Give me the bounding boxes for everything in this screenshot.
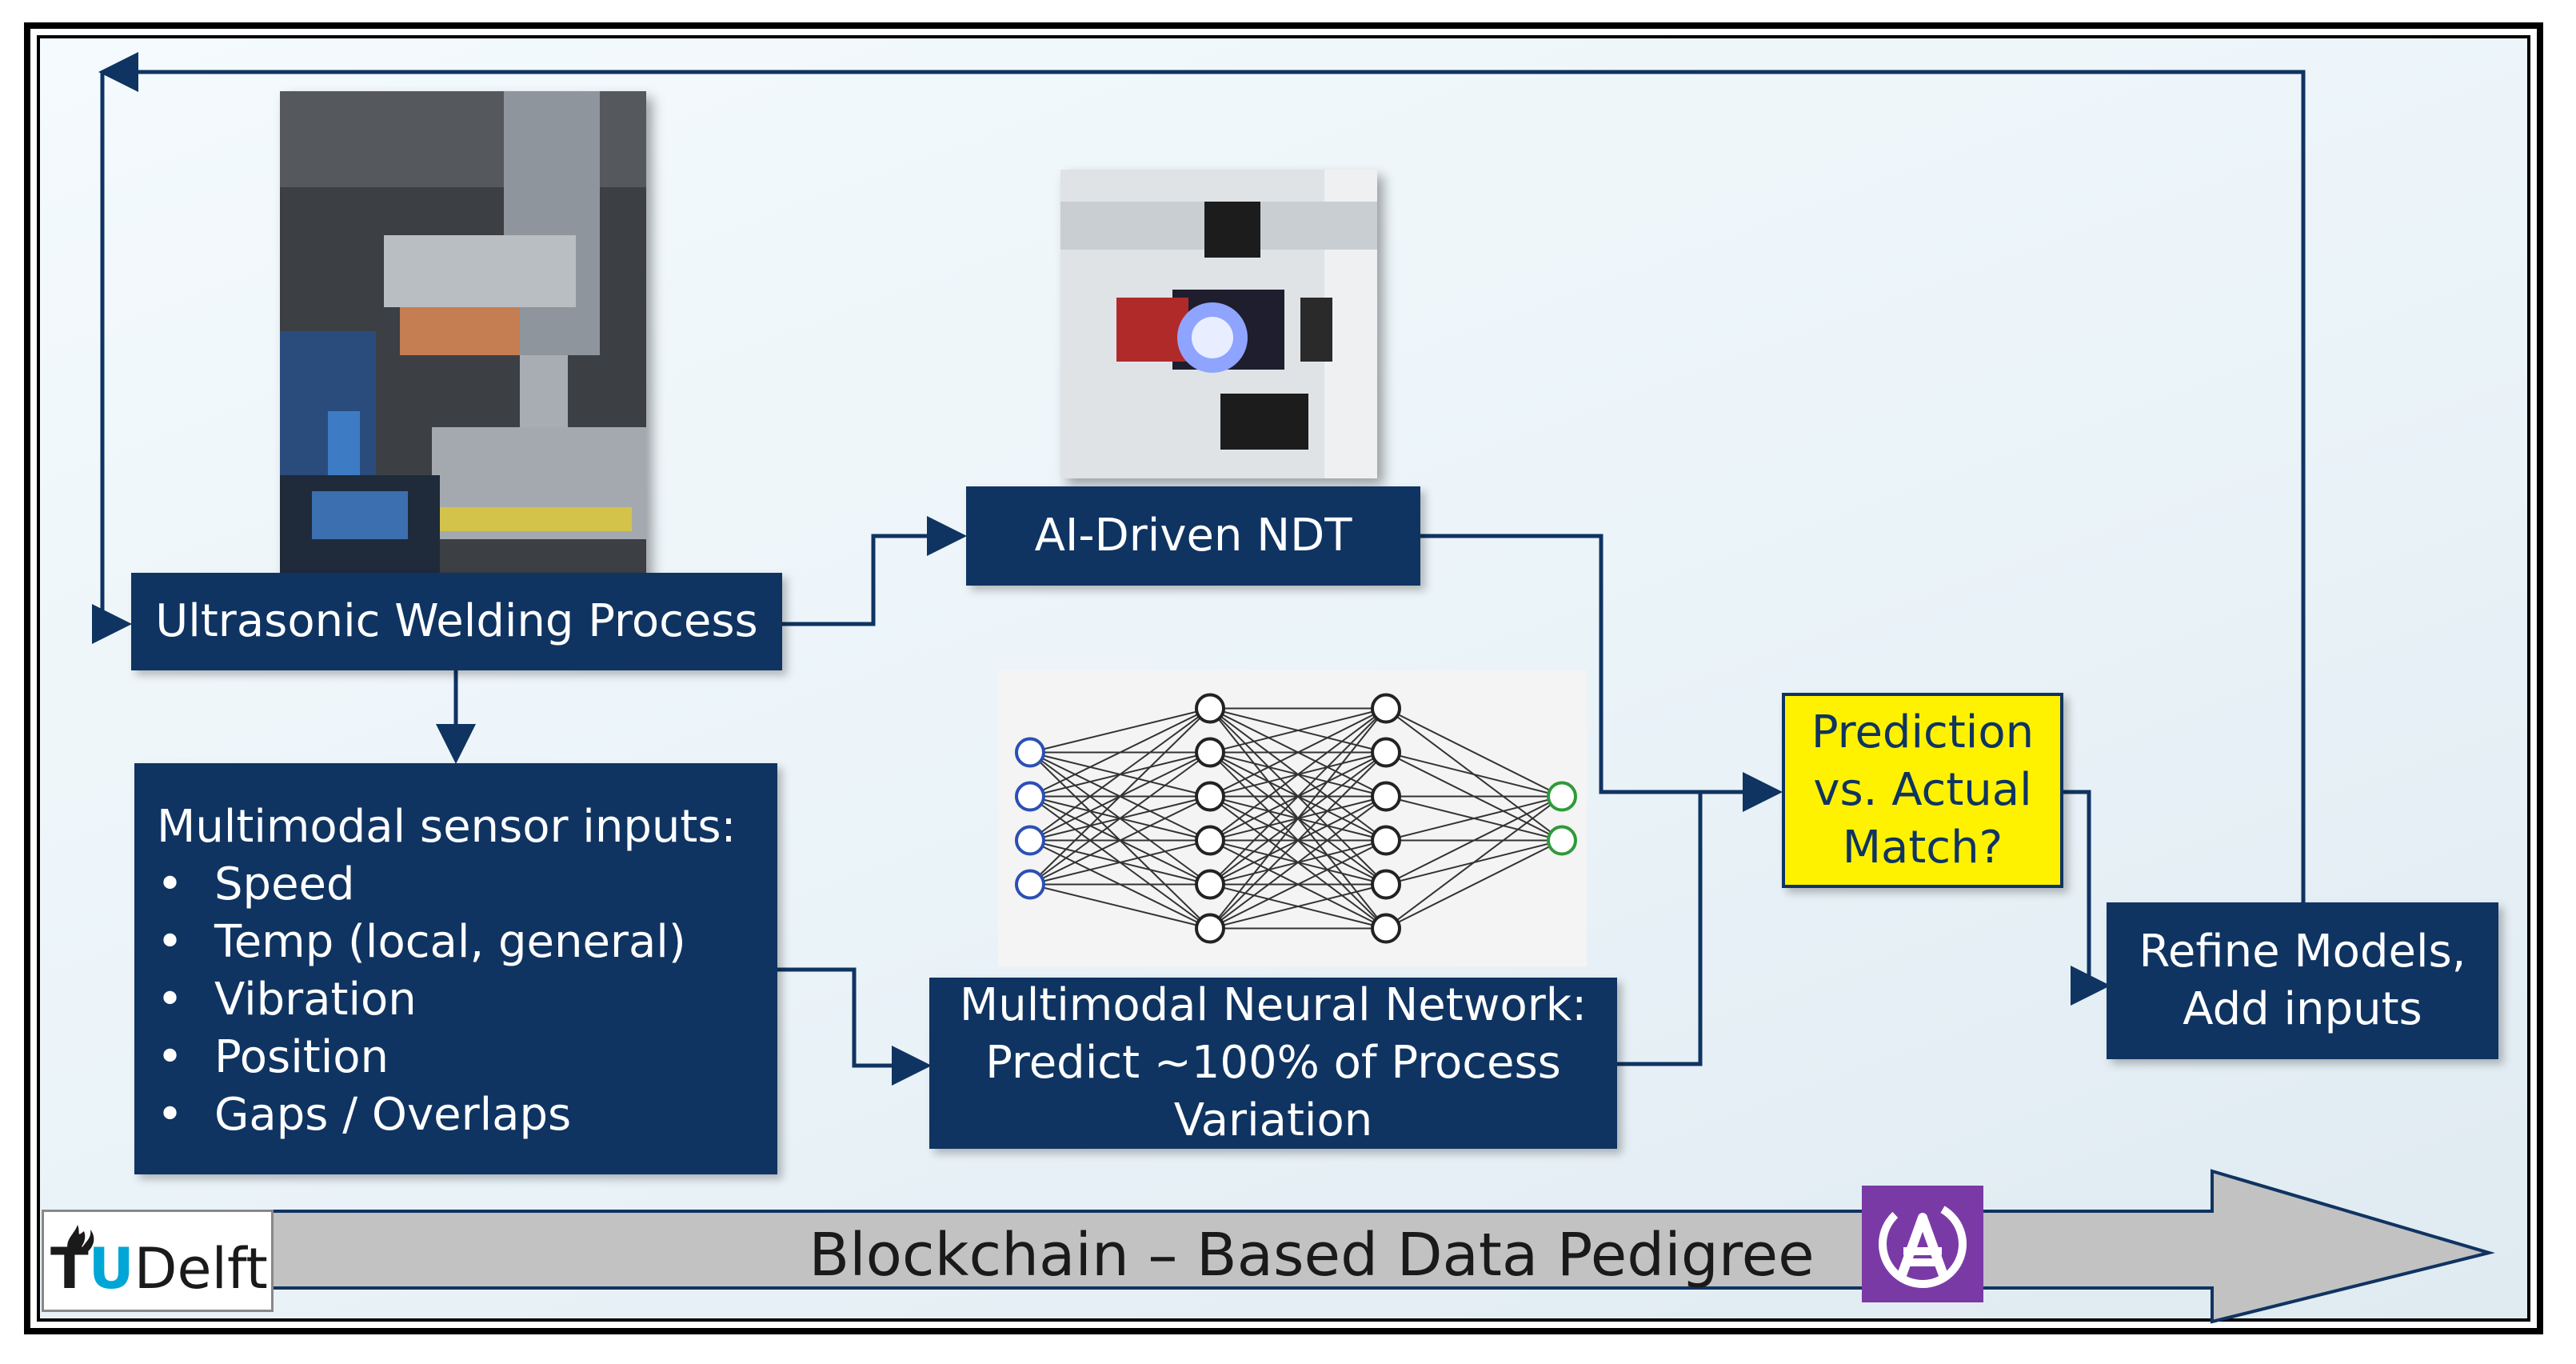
- nn-edge: [1029, 707, 1211, 754]
- nn-node: [1547, 825, 1577, 856]
- decision-to-refine-arrow: [2063, 790, 2111, 1006]
- nn-node: [1371, 869, 1401, 900]
- nn-edge: [1385, 707, 1563, 798]
- tudelft-rest: Delft: [134, 1236, 268, 1302]
- outer-frame: [24, 22, 2543, 1334]
- ndt-to-decision-arrow: [1420, 534, 1783, 812]
- nn-node: [1015, 869, 1045, 900]
- ai-ndt-box: AI-Driven NDT: [966, 486, 1420, 586]
- welding-to-ndt-arrow: [782, 516, 967, 626]
- sensor-item-position: Position: [157, 1029, 777, 1086]
- sensor-item-gaps: Gaps / Overlaps: [157, 1086, 777, 1144]
- nn-edge: [1029, 707, 1211, 842]
- tudelft-u: U: [88, 1236, 134, 1302]
- nn-edge: [1209, 707, 1387, 930]
- nn-line-1: Multimodal Neural Network:: [959, 979, 1588, 1031]
- nn-edge: [1209, 751, 1387, 930]
- prediction-match-box: Prediction vs. Actual Match?: [1782, 693, 2063, 888]
- nn-node: [1547, 781, 1577, 812]
- decision-line-1: Prediction: [1811, 706, 2035, 758]
- nn-to-decision-arrow: [1617, 792, 1703, 1066]
- nn-edge: [1209, 883, 1387, 930]
- feedback-loop-arrow: [98, 52, 2306, 902]
- refine-line-1: Refine Models,: [2139, 926, 2466, 978]
- nn-edge: [1209, 707, 1387, 886]
- nn-node: [1371, 825, 1401, 856]
- ndt-camera-photo: [1060, 170, 1377, 478]
- nn-node: [1195, 781, 1225, 812]
- sensor-item-speed: Speed: [157, 856, 777, 914]
- nn-node: [1195, 869, 1225, 900]
- sensor-inputs-list: Speed Temp (local, general) Vibration Po…: [157, 856, 777, 1144]
- refine-line-2: Add inputs: [2183, 983, 2422, 1035]
- neural-network-illustration: [998, 670, 1587, 966]
- tudelft-wordmark: TUDelft: [50, 1233, 268, 1305]
- nn-edge: [1385, 751, 1563, 798]
- acoin-logo: [1862, 1186, 1983, 1302]
- nn-node: [1195, 825, 1225, 856]
- nn-node: [1371, 693, 1401, 724]
- neural-network-box: Multimodal Neural Network: Predict ~100%…: [929, 978, 1617, 1149]
- nn-edge: [1209, 839, 1387, 930]
- flame-icon: [67, 1225, 94, 1252]
- nn-edge: [1209, 795, 1387, 930]
- nn-line-2: Predict ~100% of Process: [985, 1037, 1561, 1089]
- sensor-inputs-title: Multimodal sensor inputs:: [157, 801, 737, 853]
- tudelft-t: T: [50, 1236, 89, 1302]
- feedback-loop-return-arrow: [92, 72, 132, 644]
- sensor-inputs-box: Multimodal sensor inputs: Speed Temp (lo…: [134, 763, 777, 1174]
- decision-line-2: vs. Actual: [1813, 764, 2032, 816]
- sensor-item-vibration: Vibration: [157, 971, 777, 1029]
- sensors-to-nn-arrow: [777, 967, 932, 1086]
- nn-edge: [1385, 795, 1563, 886]
- nn-edge: [1385, 795, 1563, 930]
- nn-node: [1015, 825, 1045, 856]
- nn-edge: [1209, 707, 1387, 842]
- nn-edge: [1029, 839, 1211, 886]
- nn-node: [1371, 913, 1401, 944]
- nn-edge: [1029, 707, 1211, 886]
- nn-edge: [1029, 751, 1211, 886]
- nn-node: [1371, 781, 1401, 812]
- sensor-item-temp: Temp (local, general): [157, 914, 777, 971]
- nn-node: [1015, 737, 1045, 768]
- nn-line-3: Variation: [1173, 1094, 1373, 1146]
- ultrasonic-welding-label: Ultrasonic Welding Process: [155, 595, 758, 647]
- refine-models-box: Refine Models, Add inputs: [2107, 902, 2498, 1059]
- nn-node: [1195, 913, 1225, 944]
- nn-edge: [1385, 795, 1563, 842]
- nn-node: [1195, 737, 1225, 768]
- nn-edge: [1029, 795, 1211, 886]
- ultrasonic-welding-box: Ultrasonic Welding Process: [131, 573, 782, 670]
- acoin-icon: [1879, 1200, 1967, 1288]
- nn-edge: [1209, 707, 1387, 798]
- blockchain-banner-label: Blockchain – Based Data Pedigree: [809, 1221, 1815, 1290]
- nn-node: [1195, 693, 1225, 724]
- nn-edge: [1209, 707, 1387, 754]
- nn-node: [1371, 737, 1401, 768]
- nn-edge: [1385, 839, 1563, 930]
- decision-line-3: Match?: [1842, 822, 2003, 874]
- welding-machine-photo: [280, 91, 646, 578]
- nn-node: [1015, 781, 1045, 812]
- nn-edge: [1029, 883, 1211, 930]
- tudelft-logo: TUDelft: [42, 1210, 274, 1312]
- nn-edge: [1029, 707, 1211, 798]
- ai-ndt-label: AI-Driven NDT: [1034, 510, 1352, 562]
